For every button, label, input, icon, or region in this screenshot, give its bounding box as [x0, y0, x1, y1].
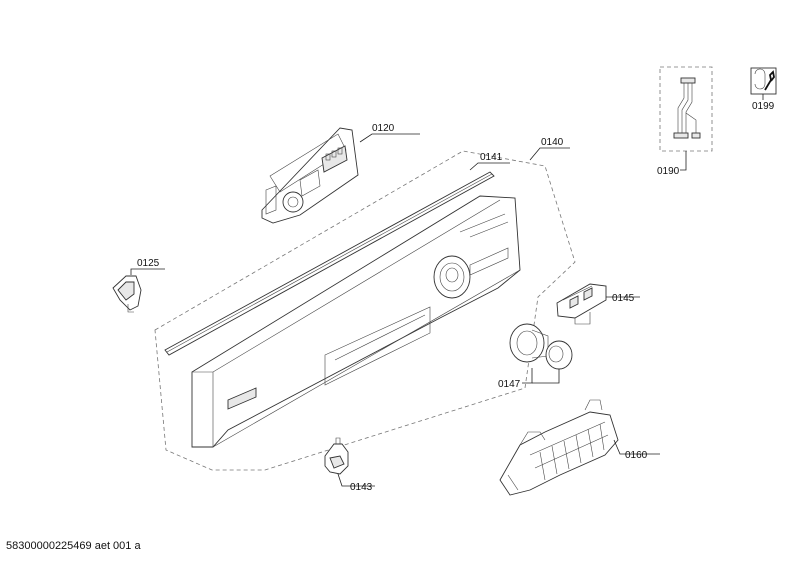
control-panel-0140 [191, 195, 521, 448]
label-0140: 0140 [541, 137, 564, 148]
label-0125: 0125 [137, 258, 160, 269]
latch-0143 [324, 437, 349, 475]
wire-harness-0190 [673, 77, 701, 139]
knob-0147 [509, 323, 573, 370]
electronic-module-0120 [261, 127, 359, 224]
document-id: 58300000225469 aet 001 a [6, 540, 141, 552]
label-0120: 0120 [372, 123, 395, 134]
trim-strip-0141 [164, 171, 495, 356]
label-0160: 0160 [625, 450, 648, 461]
connector-0145 [556, 283, 607, 325]
label-0199: 0199 [752, 101, 775, 112]
label-0190: 0190 [657, 166, 680, 177]
label-0143: 0143 [350, 482, 373, 493]
leader-lines [130, 94, 764, 487]
label-0141: 0141 [480, 152, 503, 163]
service-manual-icon [750, 67, 777, 95]
label-0145: 0145 [612, 293, 635, 304]
bracket-0160 [499, 399, 619, 496]
clip-0125 [112, 275, 142, 313]
label-0147: 0147 [498, 379, 521, 390]
